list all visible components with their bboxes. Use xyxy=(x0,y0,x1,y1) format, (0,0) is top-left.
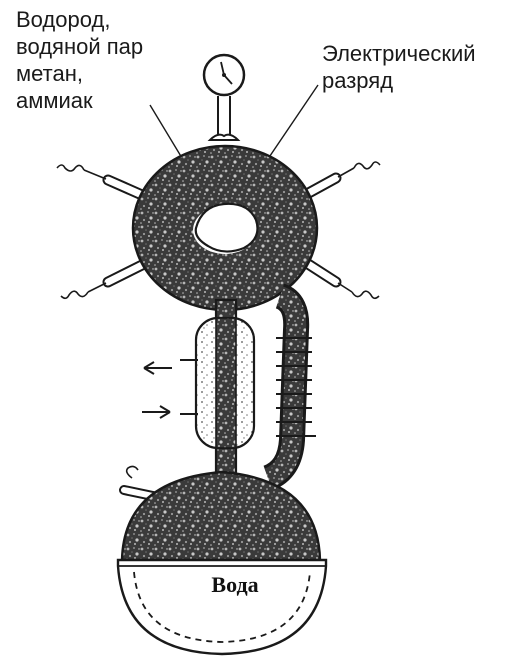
electrode-lower-right-icon xyxy=(299,256,380,300)
arrow-left-icon xyxy=(143,361,172,375)
boiling-flask xyxy=(116,470,328,656)
return-tube xyxy=(262,283,310,491)
discharge-label-line-1: Электрический xyxy=(322,41,476,66)
gases-label-line-2: водяной пар xyxy=(16,34,144,59)
electrode-upper-right-icon xyxy=(299,161,381,201)
discharge-spark xyxy=(194,202,259,253)
arrow-right-icon xyxy=(142,405,171,419)
gases-label-line-1: Водород, xyxy=(16,7,111,32)
electrode-lower-left-icon xyxy=(60,259,148,300)
gases-label-line-4: аммиак xyxy=(16,88,93,113)
cooling-jacket xyxy=(180,316,256,450)
condenser-coil xyxy=(276,337,316,437)
gases-label-line-3: метан, xyxy=(16,61,83,86)
discharge-label-line-2: разряд xyxy=(322,68,394,93)
electrode-upper-left-icon xyxy=(56,164,148,201)
water-label: Вода xyxy=(211,572,259,597)
pressure-gauge-icon xyxy=(202,53,246,141)
gases-leader-line xyxy=(149,104,183,159)
discharge-chamber xyxy=(131,144,319,312)
discharge-label: Электрический разряд xyxy=(322,40,476,94)
gases-label: Водород, водяной пар метан, аммиак xyxy=(16,6,143,114)
